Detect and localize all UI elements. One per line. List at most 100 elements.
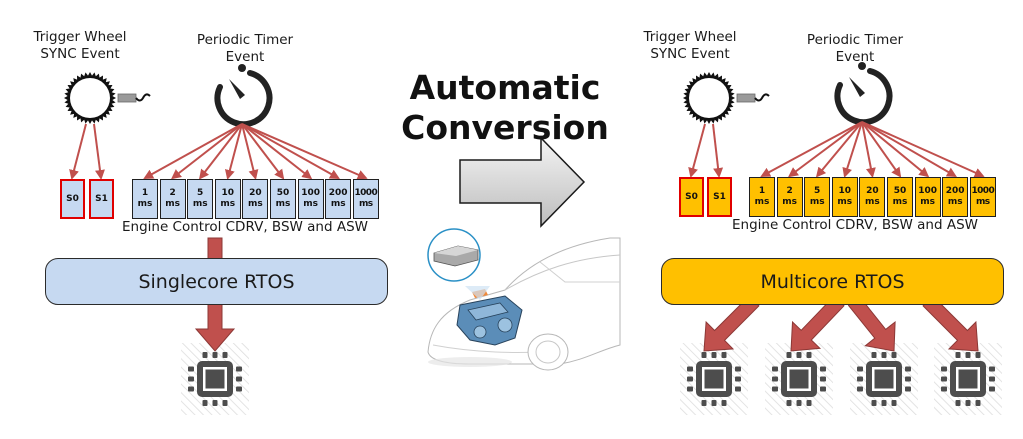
task-period-value: 100 bbox=[301, 188, 320, 198]
event-arrow bbox=[787, 121, 863, 178]
event-arrow bbox=[842, 121, 863, 178]
core-dispatch-arrow bbox=[703, 295, 760, 352]
event-arrow bbox=[241, 123, 313, 180]
task-period-value: 2 bbox=[786, 186, 793, 196]
rtos-label: Singlecore RTOS bbox=[138, 270, 295, 293]
sensor-icon bbox=[117, 93, 137, 103]
event-arrow bbox=[241, 123, 259, 180]
task-period-value: 1000 bbox=[354, 188, 378, 198]
trigger-wheel-label: Trigger Wheel SYNC Event bbox=[643, 29, 737, 62]
task-period-unit: ms bbox=[359, 199, 373, 209]
signal-wave-icon bbox=[754, 93, 770, 102]
task-period-value: 50 bbox=[276, 188, 290, 198]
sync-task-s0: S0 bbox=[679, 177, 704, 217]
task-period-unit: ms bbox=[837, 197, 853, 207]
singlecore-rtos-box: Singlecore RTOS bbox=[45, 258, 388, 305]
title-line-2: Conversion bbox=[401, 108, 609, 147]
sync-task-s0: S0 bbox=[60, 179, 85, 219]
task-period-value: 200 bbox=[328, 188, 348, 198]
periodic-timer-label: Periodic Timer Event bbox=[806, 32, 904, 65]
task-period-unit: ms bbox=[137, 199, 153, 209]
event-arrow bbox=[861, 121, 957, 178]
task-period-unit: ms bbox=[809, 197, 825, 207]
multicore-rtos-box: Multicore RTOS bbox=[661, 258, 1004, 305]
sync-task-s1: S1 bbox=[89, 179, 114, 219]
task-period-value: 10 bbox=[221, 188, 235, 198]
task-period-unit: ms bbox=[947, 197, 963, 207]
event-arrow bbox=[815, 121, 863, 178]
software-layer-label: Engine Control CDRV, BSW and ASW bbox=[121, 219, 368, 235]
software-layer-label: Engine Control CDRV, BSW and ASW bbox=[731, 217, 978, 233]
signal-wave-icon bbox=[135, 93, 151, 102]
singlecore-panel-graphics bbox=[64, 64, 368, 415]
task-period-value: 1 bbox=[141, 188, 149, 198]
event-arrow bbox=[198, 123, 243, 180]
task-period-unit: ms bbox=[220, 199, 236, 209]
task-period-value: 10 bbox=[838, 186, 852, 196]
task-period-value: 1 bbox=[758, 186, 766, 196]
event-arrow bbox=[241, 123, 285, 180]
task-period-value: 2 bbox=[169, 188, 176, 198]
task-period-unit: ms bbox=[330, 199, 346, 209]
task-period-unit: ms bbox=[865, 197, 880, 207]
task-period-value: 50 bbox=[893, 186, 907, 196]
task-period-unit: ms bbox=[782, 197, 797, 207]
task-period-value: 100 bbox=[918, 186, 937, 196]
stopwatch-icon bbox=[834, 68, 893, 126]
task-period-value: 20 bbox=[249, 188, 262, 198]
task-period-unit: ms bbox=[275, 199, 291, 209]
task-period-value: 5 bbox=[197, 188, 204, 198]
task-period-unit: ms bbox=[248, 199, 263, 209]
task-period-unit: ms bbox=[754, 197, 770, 207]
event-arrow bbox=[861, 121, 876, 178]
event-arrow bbox=[712, 123, 724, 178]
event-arrow bbox=[861, 121, 985, 178]
stopwatch-needle-icon bbox=[849, 77, 865, 97]
event-arrow bbox=[760, 121, 863, 177]
task-period-value: 5 bbox=[814, 186, 821, 196]
task-period-value: 20 bbox=[866, 186, 879, 196]
task-period-unit: ms bbox=[892, 197, 908, 207]
conversion-title: Automatic Conversion bbox=[395, 68, 615, 148]
event-arrow bbox=[69, 123, 87, 180]
task-period-value: 1000 bbox=[971, 186, 995, 196]
stopwatch-needle-icon bbox=[229, 79, 245, 99]
sensor-icon bbox=[736, 93, 756, 103]
event-arrow bbox=[241, 123, 340, 179]
event-arrow bbox=[688, 123, 706, 178]
task-period-unit: ms bbox=[976, 197, 990, 207]
periodic-timer-label: Periodic Timer Event bbox=[196, 32, 294, 65]
task-period-unit: ms bbox=[192, 199, 208, 209]
task-period-unit: ms bbox=[920, 197, 935, 207]
rtos-label: Multicore RTOS bbox=[760, 270, 905, 293]
event-arrow bbox=[241, 123, 368, 180]
event-arrow bbox=[93, 123, 105, 180]
task-period-value: 200 bbox=[945, 186, 965, 196]
title-line-1: Automatic bbox=[409, 68, 601, 107]
right-arrow-icon bbox=[459, 136, 586, 228]
event-arrow bbox=[171, 123, 243, 180]
event-arrow bbox=[224, 123, 243, 180]
trigger-wheel-label: Trigger Wheel SYNC Event bbox=[33, 29, 127, 62]
stopwatch-icon bbox=[214, 70, 273, 128]
task-period-unit: ms bbox=[165, 199, 180, 209]
multicore-panel-graphics bbox=[680, 62, 1002, 415]
